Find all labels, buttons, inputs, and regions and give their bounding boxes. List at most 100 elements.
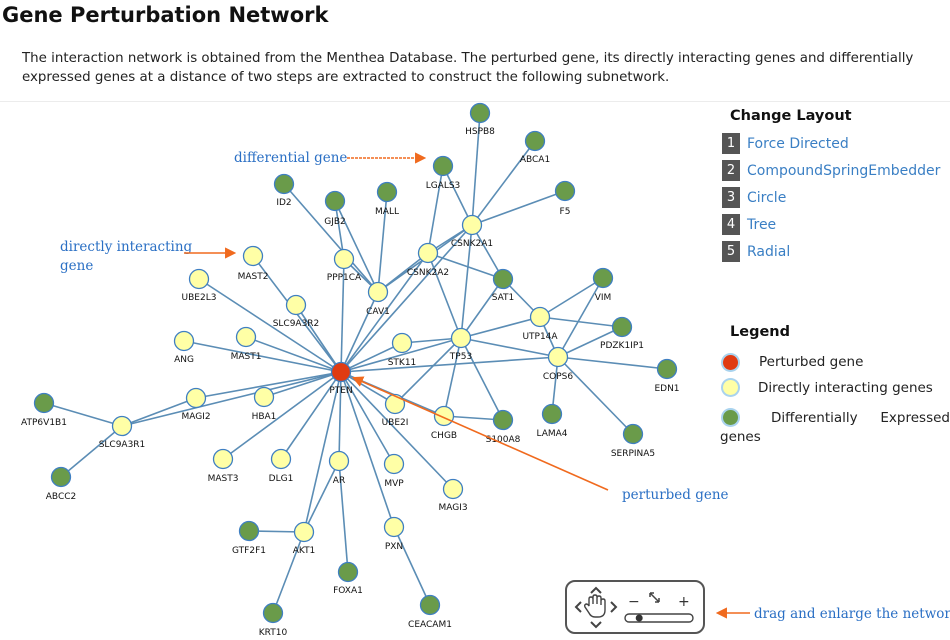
zoom-slider-thumb[interactable]: [635, 614, 643, 622]
node-ang-circle[interactable]: [173, 330, 195, 352]
node-mvp-circle[interactable]: [383, 453, 405, 475]
node-mall[interactable]: MALL: [375, 181, 399, 218]
zoom-in-button[interactable]: +: [678, 594, 690, 610]
node-dlg1-circle[interactable]: [270, 448, 292, 470]
layout-option-circle[interactable]: 3 Circle: [722, 184, 950, 211]
node-pxn-circle[interactable]: [383, 516, 405, 538]
node-abcc2-circle[interactable]: [50, 466, 72, 488]
node-chgb[interactable]: CHGB: [431, 405, 457, 442]
node-slc9a3r1-circle[interactable]: [111, 415, 133, 437]
node-hba1[interactable]: HBA1: [252, 386, 277, 423]
node-chgb-circle[interactable]: [433, 405, 455, 427]
node-magi2-circle[interactable]: [185, 387, 207, 409]
node-mast1-circle[interactable]: [235, 326, 257, 348]
layout-option-label[interactable]: Force Directed: [747, 135, 849, 152]
node-abca1[interactable]: ABCA1: [520, 130, 550, 166]
hand-icon[interactable]: [583, 594, 606, 618]
node-s100a8[interactable]: S100A8: [486, 409, 521, 446]
zoom-out-button[interactable]: −: [628, 594, 640, 610]
node-f5-circle[interactable]: [554, 180, 576, 202]
layout-option-label[interactable]: Circle: [747, 189, 787, 206]
node-hspb8-circle[interactable]: [469, 102, 491, 124]
node-edn1[interactable]: EDN1: [654, 358, 680, 395]
node-pdzk1ip1-circle[interactable]: [611, 316, 633, 338]
node-lgals3[interactable]: LGALS3: [426, 155, 461, 192]
node-atp6v1b1-circle[interactable]: [33, 392, 55, 414]
node-csnk2a1-circle[interactable]: [461, 214, 483, 236]
layout-option-label[interactable]: Tree: [747, 216, 777, 233]
node-gtf2f1[interactable]: GTF2F1: [232, 520, 266, 557]
node-akt1-circle[interactable]: [293, 521, 315, 543]
node-csnk2a2[interactable]: CSNK2A2: [407, 242, 449, 279]
node-gjb2-circle[interactable]: [324, 190, 346, 212]
node-cops6[interactable]: COPS6: [543, 346, 574, 383]
node-krt10-circle[interactable]: [262, 602, 284, 624]
node-f5[interactable]: F5: [554, 180, 576, 218]
node-id2-circle[interactable]: [273, 173, 295, 195]
node-foxa1[interactable]: FOXA1: [333, 561, 363, 597]
node-magi3-circle[interactable]: [442, 478, 464, 500]
node-hspb8[interactable]: HSPB8: [465, 102, 495, 138]
node-ube2i-circle[interactable]: [384, 393, 406, 415]
node-mast1[interactable]: MAST1: [231, 326, 262, 363]
node-mast2-circle[interactable]: [242, 245, 264, 267]
node-mast3-circle[interactable]: [212, 448, 234, 470]
node-slc9a3r1[interactable]: SLC9A3R1: [99, 415, 146, 451]
node-mvp[interactable]: MVP: [383, 453, 405, 490]
node-sat1[interactable]: SAT1: [492, 268, 515, 304]
layout-option-label[interactable]: CompoundSpringEmbedder: [747, 162, 941, 179]
node-pten-circle[interactable]: [330, 361, 352, 383]
node-utp14a[interactable]: UTP14A: [522, 306, 558, 343]
node-dlg1[interactable]: DLG1: [269, 448, 294, 485]
zoom-slider-track[interactable]: [624, 613, 694, 623]
node-ceacam1-circle[interactable]: [419, 594, 441, 616]
node-gtf2f1-circle[interactable]: [238, 520, 260, 542]
node-krt10[interactable]: KRT10: [259, 602, 288, 639]
node-ceacam1[interactable]: CEACAM1: [408, 594, 452, 631]
node-akt1[interactable]: AKT1: [293, 521, 316, 557]
node-vim[interactable]: VIM: [592, 267, 614, 304]
node-magi2[interactable]: MAGI2: [181, 387, 211, 423]
node-csnk2a1[interactable]: CSNK2A1: [451, 214, 493, 250]
node-s100a8-circle[interactable]: [492, 409, 514, 431]
fit-icon[interactable]: [649, 592, 660, 603]
node-ar-circle[interactable]: [328, 450, 350, 472]
node-cav1-circle[interactable]: [367, 281, 389, 303]
node-mall-circle[interactable]: [376, 181, 398, 203]
node-csnk2a2-circle[interactable]: [417, 242, 439, 264]
layout-option-label[interactable]: Radial: [747, 243, 791, 260]
pan-down-icon[interactable]: [590, 621, 602, 629]
layout-option-compound-spring-embedder[interactable]: 2 CompoundSpringEmbedder: [722, 157, 950, 184]
node-mast3[interactable]: MAST3: [208, 448, 239, 485]
node-cav1[interactable]: CAV1: [366, 281, 390, 318]
node-pdzk1ip1[interactable]: PDZK1IP1: [600, 316, 644, 352]
node-cops6-circle[interactable]: [547, 346, 569, 368]
node-utp14a-circle[interactable]: [529, 306, 551, 328]
node-edn1-circle[interactable]: [656, 358, 678, 380]
node-abca1-circle[interactable]: [524, 130, 546, 152]
pan-control[interactable]: [574, 586, 618, 629]
node-tp53[interactable]: TP53: [449, 327, 472, 363]
zoom-control[interactable]: − +: [565, 580, 705, 634]
layout-option-tree[interactable]: 4 Tree: [722, 211, 950, 238]
node-gjb2[interactable]: GJB2: [324, 190, 346, 228]
node-slc9a3r2-circle[interactable]: [285, 294, 307, 316]
pan-left-icon[interactable]: [574, 601, 582, 613]
node-foxa1-circle[interactable]: [337, 561, 359, 583]
node-abcc2[interactable]: ABCC2: [46, 466, 76, 503]
node-ang[interactable]: ANG: [173, 330, 195, 366]
layout-option-radial[interactable]: 5 Radial: [722, 238, 950, 265]
nodes-layer[interactable]: PTENHSPB8ABCA1LGALS3F5ID2GJB2MALLCSNK2A1…: [21, 102, 680, 639]
node-pten[interactable]: PTEN: [329, 361, 353, 397]
node-ube2l3[interactable]: UBE2L3: [182, 268, 217, 304]
node-lama4[interactable]: LAMA4: [536, 403, 568, 440]
node-ppp1ca[interactable]: PPP1CA: [327, 248, 362, 284]
node-tp53-circle[interactable]: [450, 327, 472, 349]
node-serpina5[interactable]: SERPINA5: [611, 423, 655, 460]
node-magi3[interactable]: MAGI3: [438, 478, 468, 514]
node-atp6v1b1[interactable]: ATP6V1B1: [21, 392, 67, 429]
node-pxn[interactable]: PXN: [383, 516, 405, 553]
node-slc9a3r2[interactable]: SLC9A3R2: [273, 294, 320, 330]
node-lgals3-circle[interactable]: [432, 155, 454, 177]
